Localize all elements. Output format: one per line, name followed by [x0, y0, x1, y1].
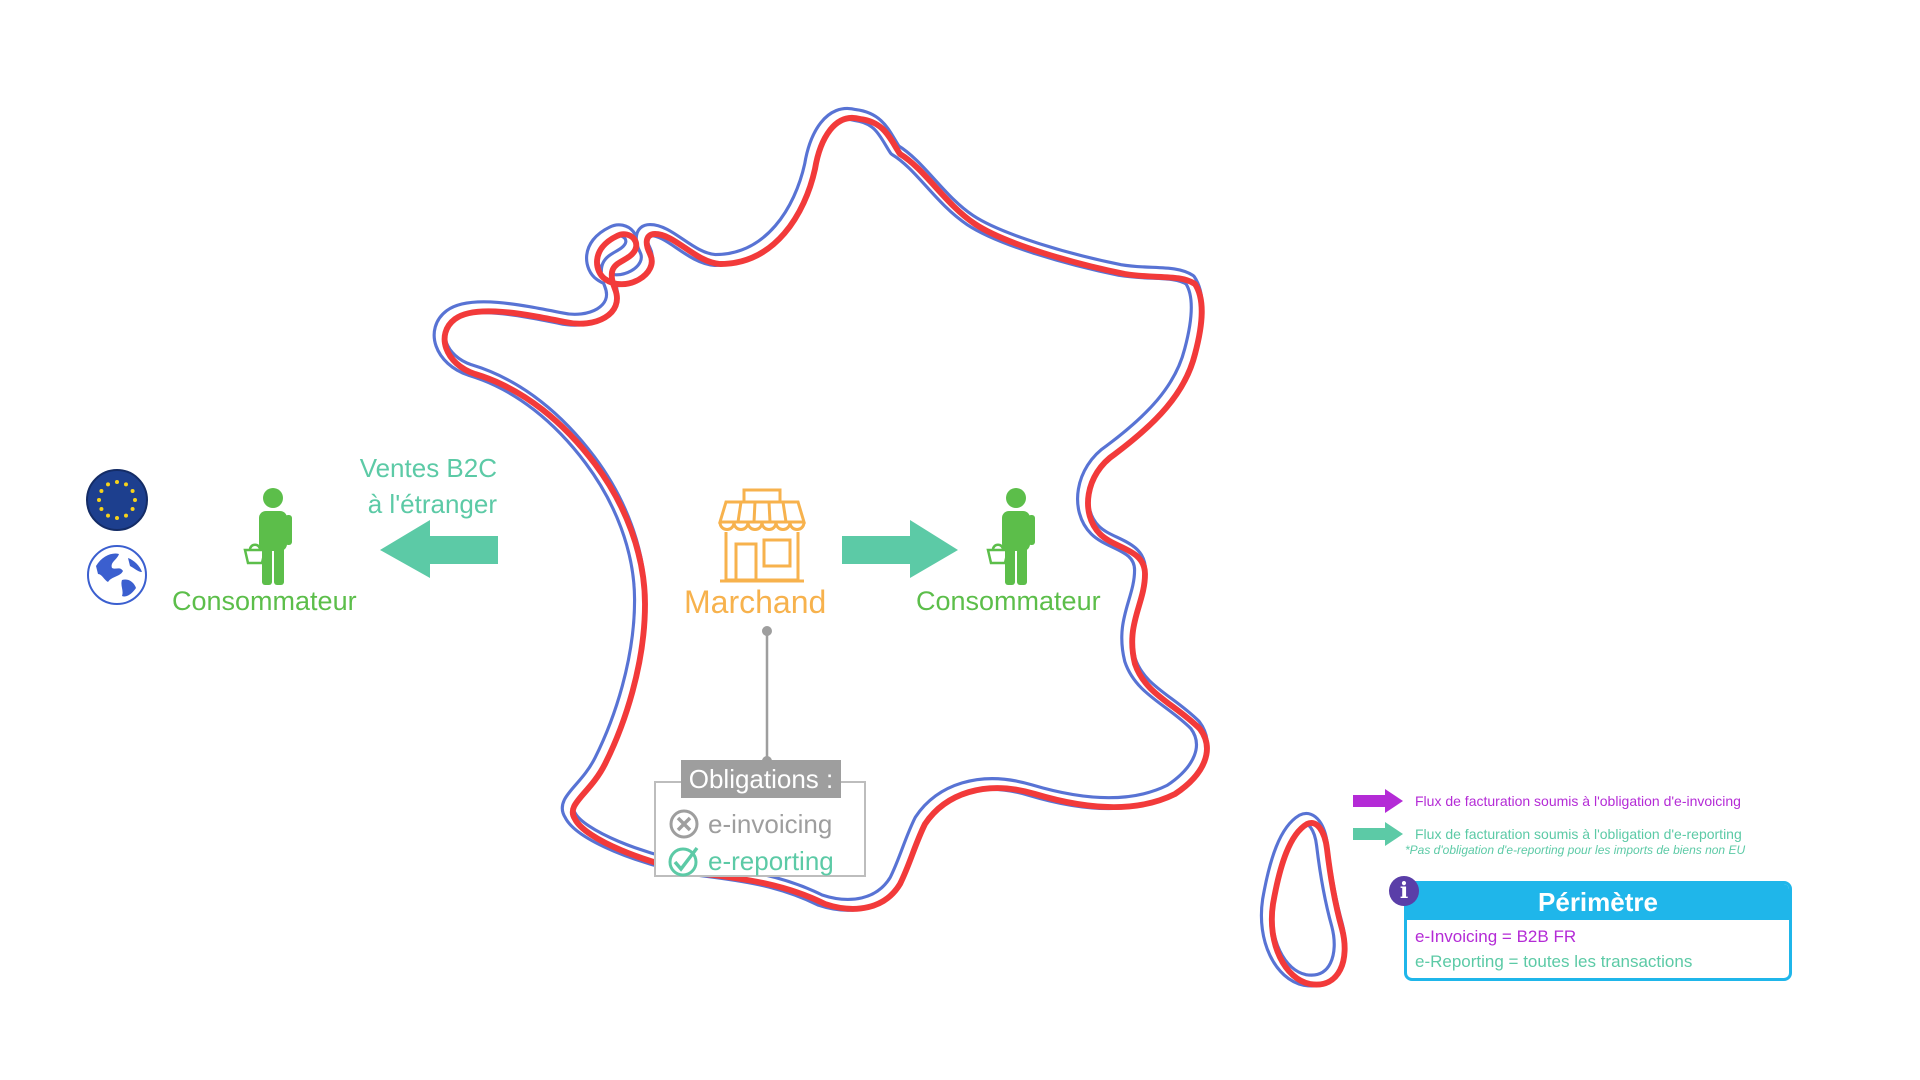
- b2c-abroad-label: Ventes B2C à l'étranger: [330, 450, 497, 522]
- domestic-consumer-icon: [986, 487, 1041, 587]
- check-circle-icon: [668, 846, 699, 877]
- perimeter-line-ereporting: e-Reporting = toutes les transactions: [1415, 952, 1693, 971]
- merchant-label: Marchand: [684, 584, 827, 620]
- cross-circle-icon: [669, 809, 699, 839]
- b2c-abroad-label-line1: Ventes B2C: [359, 453, 497, 483]
- perimeter-line-einvoicing: e-Invoicing = B2B FR: [1415, 927, 1577, 946]
- b2c-abroad-label-line2: à l'étranger: [367, 489, 497, 519]
- legend-einvoicing-prefix: Flux de facturation soumis à l'obligatio…: [1415, 793, 1675, 809]
- reporting-arrow-left: [380, 520, 500, 585]
- info-icon: i: [1389, 876, 1419, 906]
- teal-arrow-icon: [1353, 822, 1403, 846]
- obligations-title: Obligations :: [681, 760, 841, 798]
- foreign-consumer-label: Consommateur: [172, 586, 357, 616]
- perimeter-box: Périmètre e-Invoicing = B2B FR e-Reporti…: [1404, 881, 1792, 981]
- legend-einvoicing-term: e-invoicing: [1674, 793, 1741, 809]
- obligation-ereporting-label: e-reporting: [708, 845, 834, 876]
- legend-item-einvoicing: Flux de facturation soumis à l'obligatio…: [1353, 789, 1741, 813]
- corsica-outline: [1259, 812, 1348, 988]
- foreign-consumer-icon: [243, 487, 298, 587]
- legend-item-ereporting: Flux de facturation soumis à l'obligatio…: [1353, 822, 1742, 846]
- globe-icon: [86, 544, 148, 606]
- domestic-consumer-label: Consommateur: [916, 586, 1101, 616]
- legend-note: *Pas d'obligation d'e-reporting pour les…: [1405, 843, 1746, 857]
- eu-flag-icon: [86, 469, 148, 531]
- shop-icon: [717, 488, 807, 584]
- obligation-ereporting: e-reporting: [668, 845, 834, 877]
- obligation-einvoicing: e-invoicing: [668, 808, 832, 840]
- perimeter-title: Périmètre: [1407, 884, 1789, 920]
- obligation-einvoicing-label: e-invoicing: [708, 808, 833, 839]
- purple-arrow-icon: [1353, 789, 1403, 813]
- reporting-arrow-right: [840, 520, 960, 585]
- obligations-connector: [760, 626, 774, 771]
- legend-ereporting-term: e-reporting: [1674, 826, 1742, 842]
- legend-ereporting-prefix: Flux de facturation soumis à l'obligatio…: [1415, 826, 1675, 842]
